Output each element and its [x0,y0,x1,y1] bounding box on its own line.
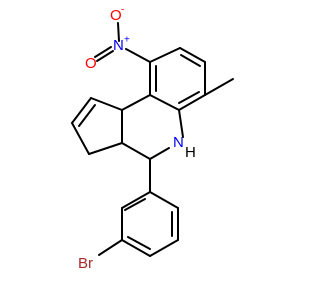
bond-n-o-double-1 [96,50,114,62]
bond-ar6-ar1 [149,191,179,209]
atom-h-ring: H [185,144,196,161]
atom-o-minus: O [110,7,122,24]
bond-c9-c8 [149,47,181,63]
bond-c6-c5a [178,94,206,111]
bond-n5-c5a [178,109,184,138]
bond-ar3-ar4 [121,239,151,257]
bond-c8-c7-double [180,54,201,67]
bond-c9b-c9a [121,94,151,111]
bond-ar4-ar5 [149,239,179,257]
bond-ar3-br [98,239,123,256]
bond-c4-n5 [149,147,170,160]
bond-ar1-ar2-double [124,198,146,211]
atom-o-double: O [85,55,97,72]
bond-c6-methyl [204,78,234,96]
bond-c5a-c9b [149,94,180,111]
bond-c3a-c4 [121,142,151,160]
bond-ar3-ar4-double [127,236,151,250]
bond-n-c9 [125,48,151,63]
bond-c1-c2-double [78,104,96,127]
charge-o-minus: - [121,5,124,16]
bond-c1-c2 [71,97,92,124]
bond-c2-c3 [71,122,90,155]
bond-ar1-ar2 [121,191,151,209]
molecule-structure-diagram: O - N + O N H Br [71,5,234,272]
bond-n-o-double-2 [94,46,112,58]
bond-c3-c3a [88,142,123,155]
charge-n-plus: + [124,35,130,46]
bond-o-minus-n [117,22,120,42]
atom-bromine: Br [78,255,93,272]
bond-c8-c7 [179,47,206,63]
bond-c9a-c1 [90,97,123,111]
atom-n-plus: N [113,37,124,54]
atom-n-ring: N [173,134,184,151]
bond-c6-c5a-double [178,91,200,104]
